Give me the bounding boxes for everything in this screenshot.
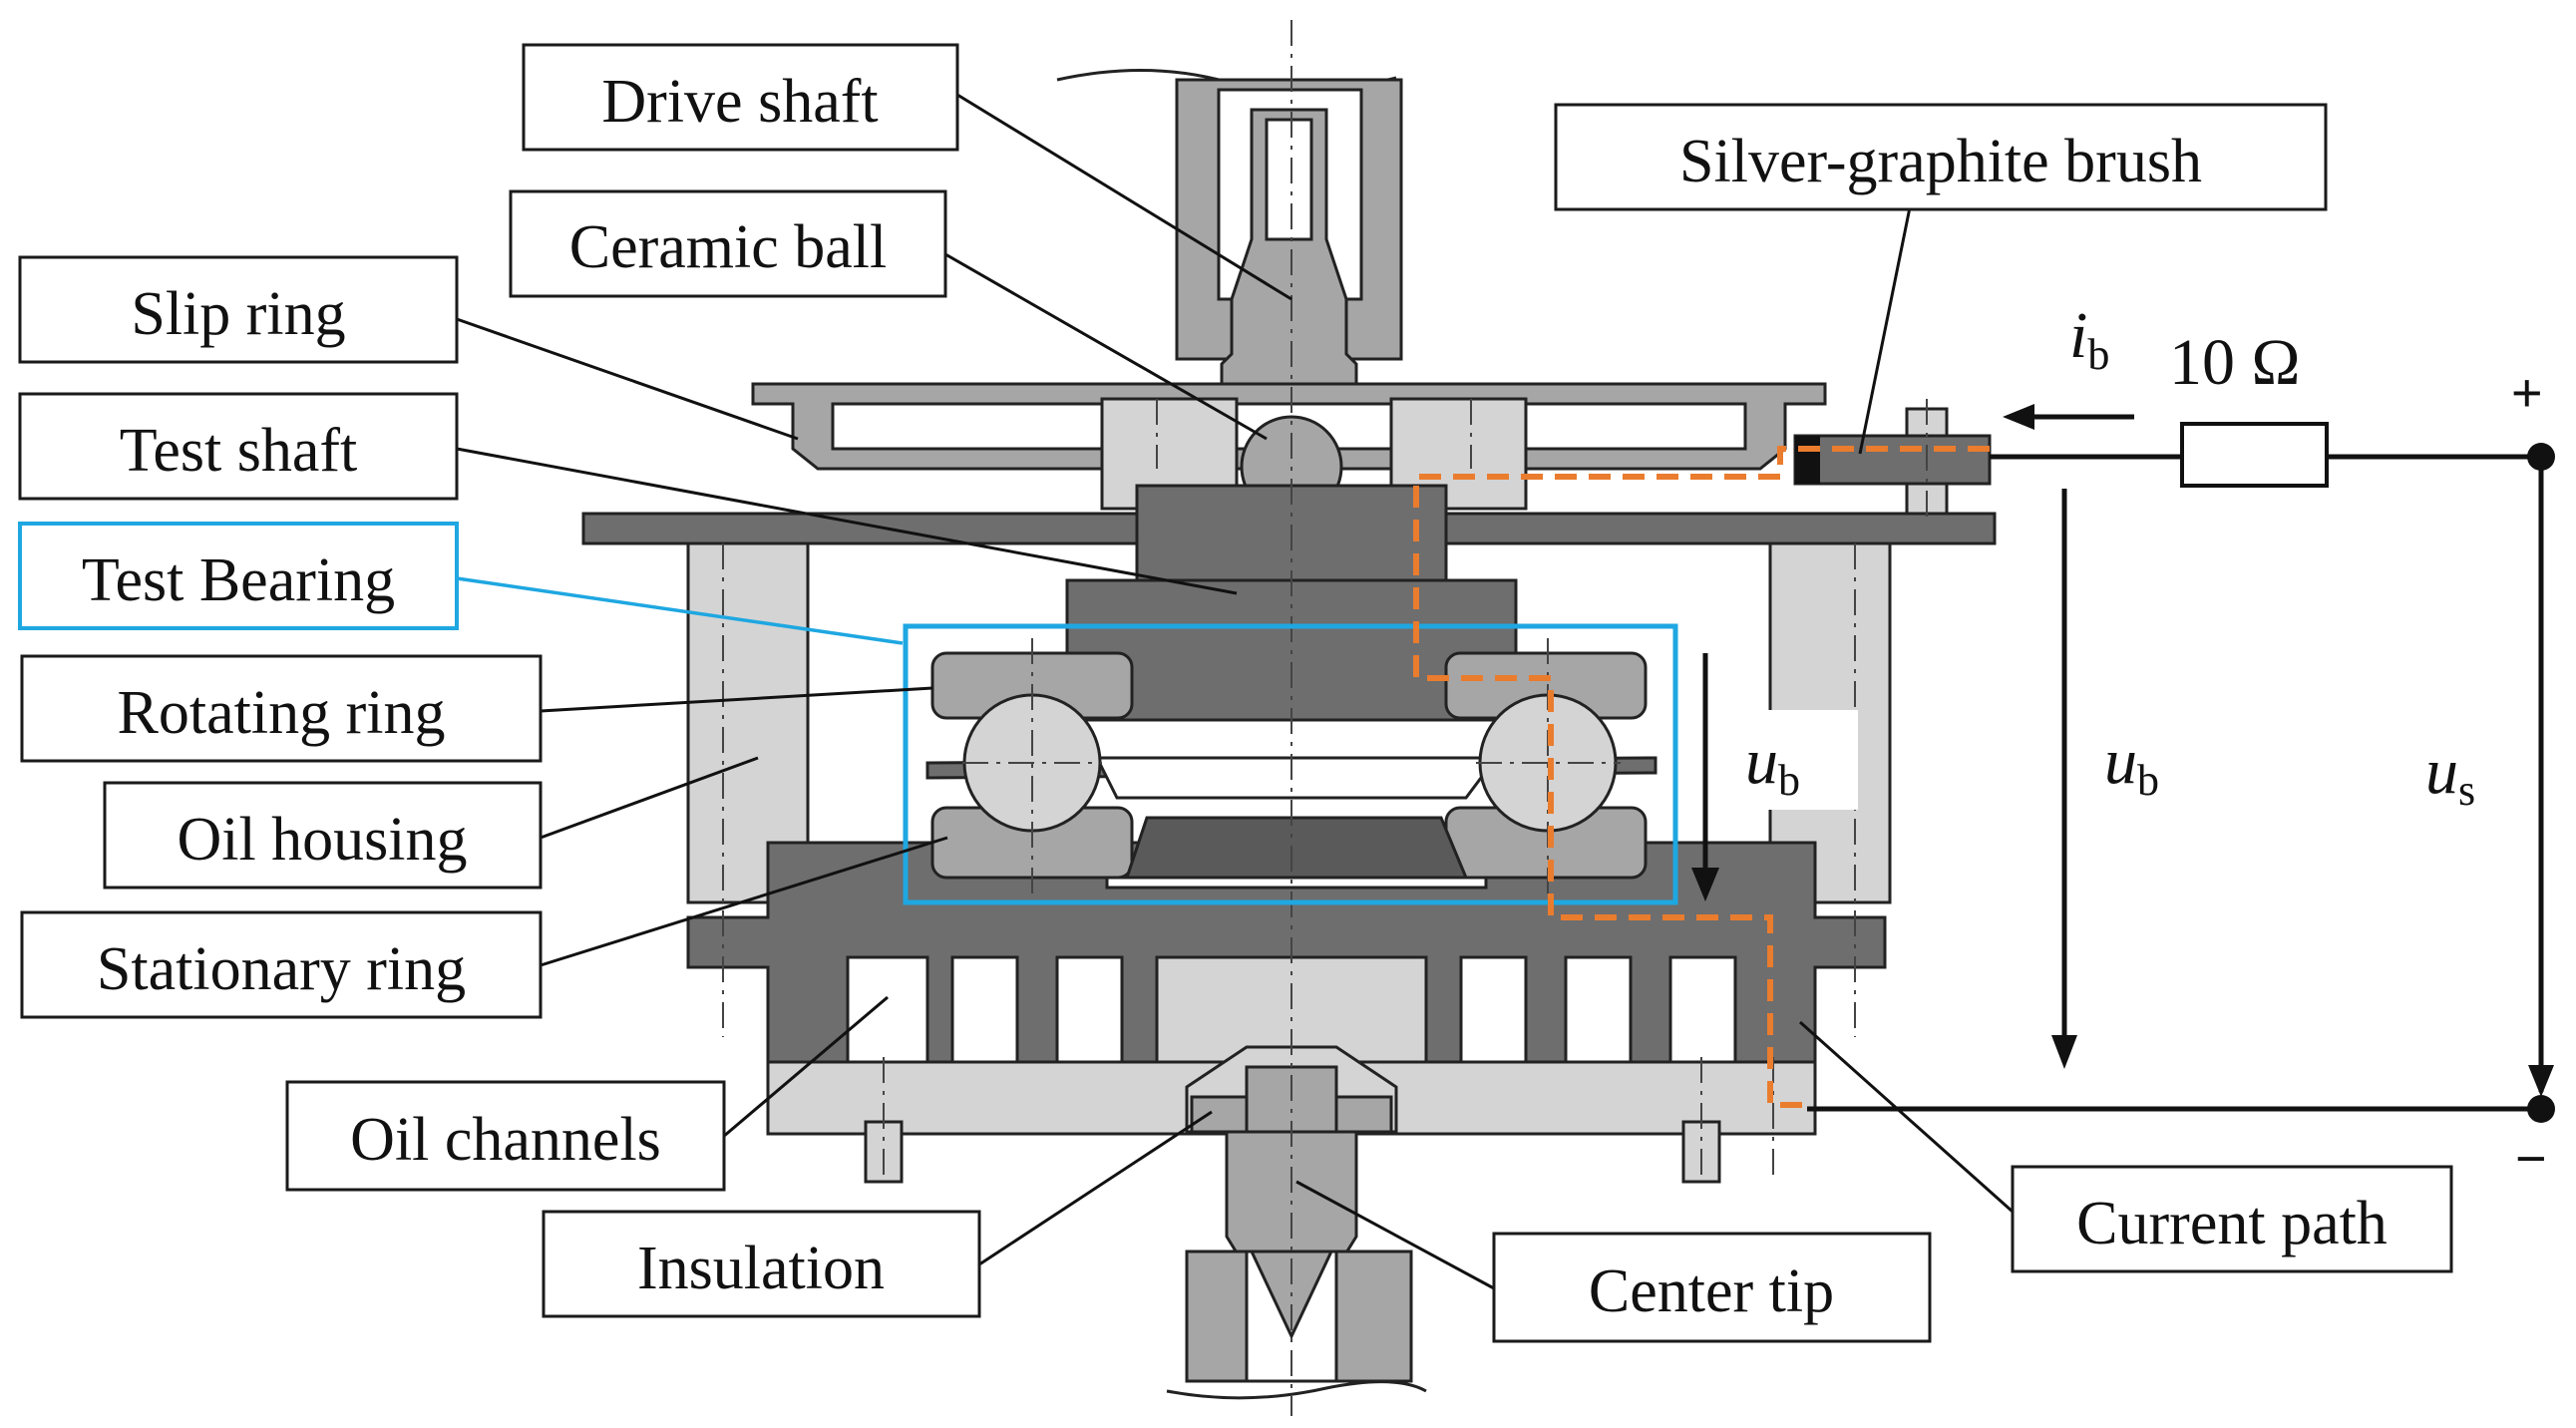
svg-text:Oil housing: Oil housing: [177, 806, 467, 874]
bearing-voltage-inner-symbol: ub: [1745, 725, 1800, 805]
resistor: [2180, 422, 2329, 488]
ub-label-bg: [1723, 710, 1858, 810]
drive-shaft-part: [1056, 69, 1403, 401]
slip-ring-part: [751, 382, 1827, 511]
svg-text:Ceramic ball: Ceramic ball: [569, 213, 887, 281]
label-silver-graphite-brush: Silver-graphite brush: [1554, 103, 2328, 211]
label-slip-ring: Slip ring: [18, 255, 459, 364]
label-ceramic-ball: Ceramic ball: [509, 189, 947, 298]
minus-sign: −: [2515, 1129, 2547, 1189]
svg-text:Stationary ring: Stationary ring: [97, 935, 466, 1003]
svg-text:Drive shaft: Drive shaft: [601, 68, 878, 136]
resistor-label: 10 Ω: [2169, 326, 2301, 399]
label-oil-channels: Oil channels: [285, 1080, 726, 1192]
leader-lines: [456, 93, 2014, 1290]
label-insulation: Insulation: [542, 1210, 981, 1318]
positive-terminal: [2527, 443, 2555, 471]
brush-holder: [1793, 434, 1992, 486]
silver-graphite-brush-part: [1795, 436, 1820, 484]
right-upper-flange: [1444, 512, 1997, 545]
svg-text:Slip ring: Slip ring: [131, 280, 345, 348]
bearing-voltage-symbol: ub: [2104, 725, 2159, 805]
svg-text:Rotating ring: Rotating ring: [118, 679, 446, 747]
center-tip-part: [1166, 1045, 1427, 1400]
label-test-bearing: Test Bearing: [18, 522, 459, 630]
svg-text:Current path: Current path: [2076, 1190, 2388, 1257]
label-oil-housing: Oil housing: [103, 781, 543, 890]
current-symbol: ib: [2069, 299, 2109, 379]
measurement-circuit: [1691, 404, 2555, 1123]
left-upper-flange: [581, 512, 1169, 545]
test-bearing-highlight: [903, 623, 1678, 905]
label-stationary-ring: Stationary ring: [20, 910, 543, 1019]
bearing-voltage-arrowhead-inner: [1691, 868, 1719, 901]
current-path-line: [1413, 446, 1990, 1108]
label-center-tip: Center tip: [1492, 1232, 1932, 1343]
plus-sign: +: [2511, 363, 2543, 423]
supply-voltage-symbol: us: [2425, 735, 2475, 815]
svg-text:Test shaft: Test shaft: [120, 417, 357, 485]
svg-text:Center tip: Center tip: [1589, 1257, 1834, 1325]
supply-voltage-arrowhead: [2528, 1065, 2554, 1097]
label-drive-shaft: Drive shaft: [522, 43, 959, 152]
label-test-shaft: Test shaft: [18, 392, 459, 501]
svg-text:Oil channels: Oil channels: [350, 1106, 661, 1174]
current-arrowhead: [2003, 404, 2034, 430]
bearing-voltage-arrowhead: [2051, 1035, 2077, 1069]
label-current-path: Current path: [2011, 1165, 2453, 1273]
svg-text:Silver-graphite brush: Silver-graphite brush: [1679, 128, 2202, 195]
label-rotating-ring: Rotating ring: [20, 654, 543, 763]
svg-text:Insulation: Insulation: [637, 1235, 885, 1302]
svg-text:Test Bearing: Test Bearing: [82, 546, 395, 614]
